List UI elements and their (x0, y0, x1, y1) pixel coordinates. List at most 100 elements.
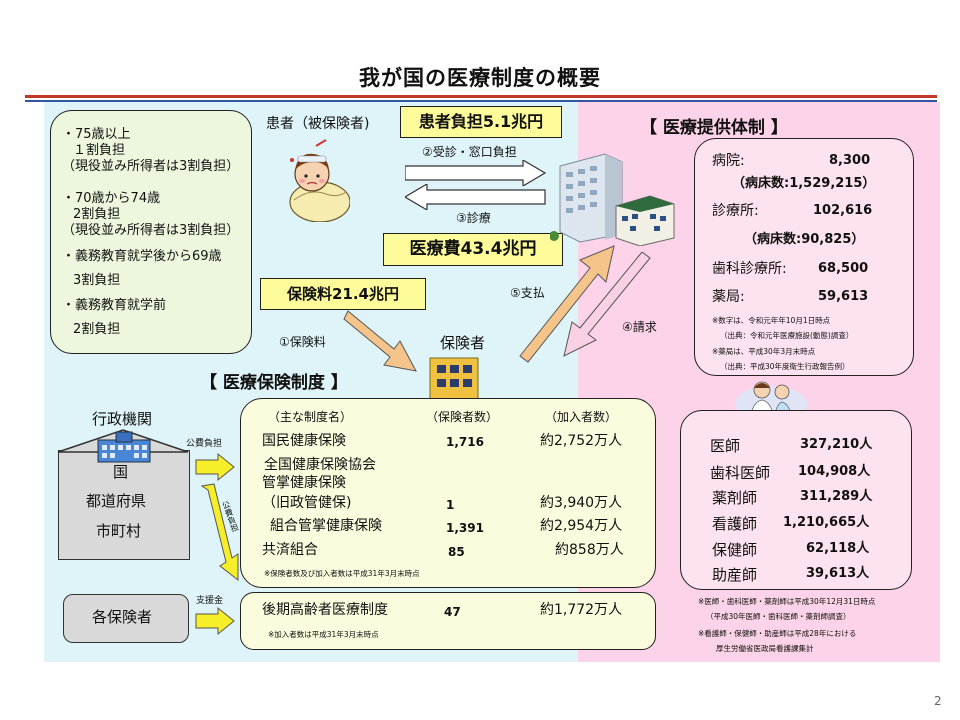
plan-insurers: 1,716 (446, 435, 484, 449)
professionals-note: ※看護師・保健師・助産師は平成28年における (698, 629, 857, 638)
plan-insurers: 1,391 (446, 521, 484, 535)
cost-share-line: １割負担 (73, 143, 126, 158)
facility-label: 病院: (712, 153, 745, 169)
patient-label: 患者（被保険者) (266, 116, 370, 132)
plan-members: 約2,752万人 (540, 433, 623, 449)
public-funding-label: 公費負担 (186, 439, 223, 449)
facility-value: 102,616 (813, 203, 873, 218)
profession-label: 助産師 (712, 566, 758, 584)
profession-value: 1,210,665人 (783, 515, 870, 530)
profession-value: 62,118人 (806, 541, 870, 556)
page-title: 我が国の医療制度の概要 (359, 66, 601, 90)
facilities-box (694, 138, 914, 376)
government-box (58, 450, 190, 560)
plan-name: 国民健康保険 (262, 433, 346, 449)
cost-share-line: ・義務教育就学前 (62, 298, 167, 313)
plan-members: 約858万人 (555, 542, 624, 558)
facility-note: ※数字は、令和元年年10月1日時点 (712, 316, 831, 325)
premium-tag: 保険料21.4兆円 (260, 278, 426, 310)
government-line: 国 (113, 463, 129, 481)
payment-arrow (519, 245, 615, 363)
plan-insurers: 1 (446, 498, 455, 512)
visit-arrow (405, 160, 547, 186)
title-rule-red (25, 95, 937, 98)
claim-label: ④請求 (622, 320, 657, 334)
elderly-members: 約1,772万人 (540, 602, 623, 618)
col-header-insurers: （保険者数） (426, 410, 499, 424)
medical-cost-tag: 医療費43.4兆円 (383, 233, 563, 266)
premium-arrow (343, 310, 417, 372)
facility-value: 8,300 (829, 153, 871, 168)
profession-label: 看護師 (712, 515, 758, 533)
page-number: 2 (934, 694, 942, 708)
profession-value: 104,908人 (798, 464, 871, 479)
public-funding-diagonal-arrow (200, 483, 239, 582)
insurer-label: 保険者 (440, 334, 486, 352)
cost-share-line: ・70歳から74歳 (62, 191, 161, 206)
plan-name: （旧政管健保) (262, 495, 352, 511)
facility-label: （病床数:90,825） (744, 232, 865, 247)
professionals-note: （平成30年医師・歯科医師・薬剤師調査） (706, 612, 851, 621)
insurance-system-box (240, 398, 656, 588)
insurers-label: 各保険者 (92, 608, 153, 626)
payment-label: ⑤支払 (510, 286, 545, 300)
plan-name: 全国健康保険協会 (264, 457, 376, 473)
plan-name: 組合管掌健康保険 (270, 518, 382, 534)
profession-label: 保健師 (712, 541, 758, 559)
col-header-name: （主な制度名） (268, 410, 353, 424)
elderly-system-box (240, 592, 656, 650)
support-funds-label: 支援金 (196, 596, 224, 606)
cost-share-box (50, 110, 252, 354)
plan-members: 約2,954万人 (540, 518, 623, 534)
professionals-box (680, 410, 912, 590)
profession-label: 歯科医師 (710, 464, 771, 482)
government-label: 行政機関 (92, 410, 153, 428)
cost-share-line: （現役並み所得者は3割負担） (62, 159, 240, 174)
government-building-icon (97, 431, 151, 463)
profession-label: 薬剤師 (712, 489, 758, 507)
facility-label: 薬局: (712, 289, 745, 305)
elderly-note: ※加入者数は平成31年3月末時点 (268, 630, 379, 639)
profession-value: 39,613人 (806, 566, 870, 581)
treatment-arrow (405, 184, 546, 210)
public-funding-arrow (195, 452, 235, 482)
facility-note: ※薬局は、平成30年3月末時点 (712, 347, 816, 356)
insurance-note: ※保険者数及び加入者数は平成31年3月末時点 (264, 569, 420, 578)
provision-heading: 【 医療提供体制 】 (640, 118, 788, 138)
elderly-insurers: 47 (444, 605, 461, 619)
support-funds-arrow (195, 606, 235, 636)
insurance-heading: 【 医療保険制度 】 (200, 373, 348, 393)
cost-share-line: 2割負担 (73, 207, 121, 222)
plan-name: 共済組合 (262, 542, 318, 558)
profession-label: 医師 (710, 437, 741, 455)
profession-value: 311,289人 (800, 489, 873, 504)
col-header-members: （加入者数） (545, 410, 618, 424)
sick-patient-icon (289, 139, 350, 222)
facility-label: 診療所: (712, 203, 759, 219)
visit-label: ②受診・窓口負担 (422, 145, 517, 159)
hospital-icon (550, 153, 675, 246)
government-line: 市町村 (96, 522, 142, 540)
patient-burden-tag: 患者負担5.1兆円 (400, 106, 562, 138)
facility-label: 歯科診療所: (712, 261, 787, 277)
plan-members: 約3,940万人 (540, 495, 623, 511)
cost-share-line: ・75歳以上 (62, 127, 131, 142)
profession-value: 327,210人 (800, 437, 873, 452)
elderly-plan-name: 後期高齢者医療制度 (262, 602, 388, 618)
professionals-note: ※医師・歯科医師・薬剤師は平成30年12月31日時点 (698, 597, 876, 606)
title-rule-blue (25, 100, 937, 102)
facility-value: 68,500 (818, 261, 869, 276)
government-line: 都道府県 (86, 492, 147, 510)
facility-note: （出典：平成30年度衛生行政報告例） (720, 362, 850, 371)
insurers-box (63, 594, 189, 643)
cost-share-line: ・義務教育就学後から69歳 (62, 249, 222, 264)
facility-label: （病床数:1,529,215） (732, 176, 876, 191)
treatment-label: ③診療 (456, 211, 491, 225)
cost-share-line: 2割負担 (73, 322, 121, 337)
plan-name: 管掌健康保険 (262, 475, 346, 491)
facility-note: （出典：令和元年医療施設(動態)調査） (720, 331, 854, 340)
facility-value: 59,613 (818, 289, 869, 304)
professionals-note: 厚生労働省医政局看護課集計 (716, 644, 814, 653)
cost-share-line: 3割負担 (73, 273, 121, 288)
claim-arrow (563, 252, 651, 357)
